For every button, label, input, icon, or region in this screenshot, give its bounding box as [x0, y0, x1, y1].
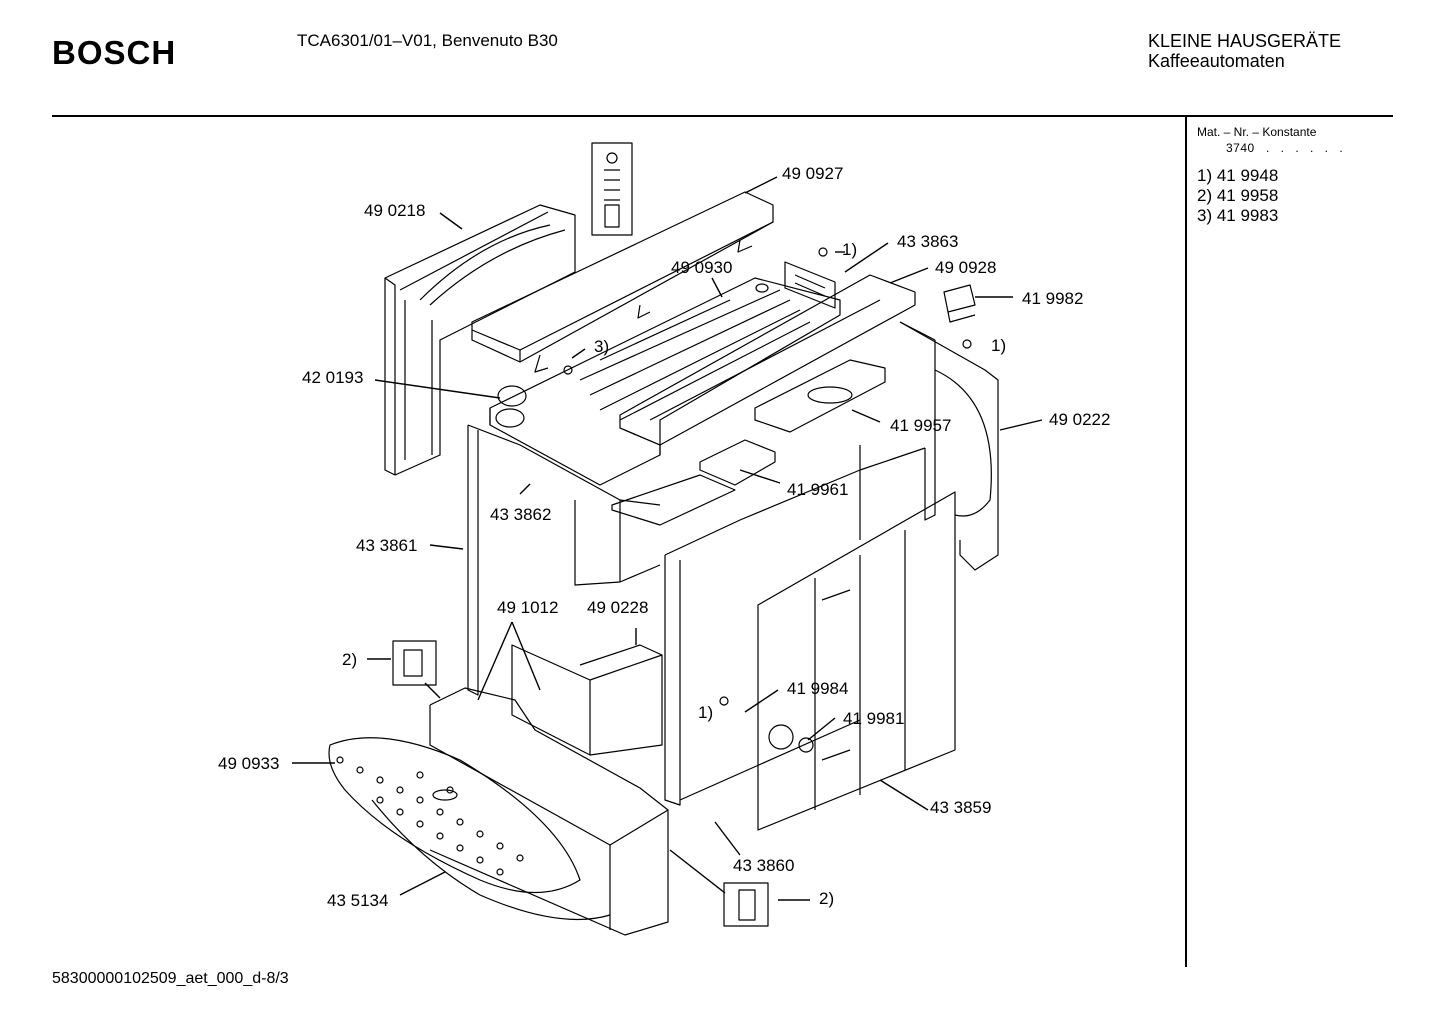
- part-label-433863: 43 3863: [897, 232, 959, 251]
- part-label-433862: 43 3862: [490, 505, 552, 524]
- part-label-433860: 43 3860: [733, 856, 795, 875]
- part-label-490218: 49 0218: [364, 201, 426, 220]
- part-label-433861: 43 3861: [356, 536, 418, 555]
- note-2: 2) 41 9958: [1197, 186, 1279, 205]
- right-side-panel: [899, 321, 999, 571]
- part-label-491012: 49 1012: [497, 598, 559, 617]
- brand-logo: BOSCH: [52, 34, 177, 71]
- part-label-419984: 41 9984: [787, 679, 849, 698]
- category-line-2: Kaffeeautomaten: [1148, 51, 1285, 71]
- side-panel-divider: [1185, 117, 1187, 967]
- clip-detail-box-1: [392, 640, 437, 686]
- part-label-490228: 49 0228: [587, 598, 649, 617]
- ref-mark-1-b: 1): [991, 336, 1007, 355]
- selector-knob: [497, 385, 527, 407]
- hinge-bracket: [784, 261, 836, 309]
- part-label-490933: 49 0933: [218, 754, 280, 773]
- part-label-490927: 49 0927: [782, 164, 844, 183]
- document-id: 58300000102509_aet_000_d-8/3: [52, 970, 289, 987]
- material-heading: Mat. – Nr. – Konstante: [1197, 125, 1317, 139]
- ref-mark-2-a: 2): [342, 650, 358, 669]
- ref-mark-2-b: 2): [819, 889, 835, 908]
- drip-grid: [328, 737, 611, 921]
- material-dots: . . . . . .: [1266, 141, 1347, 155]
- housing-frame: [467, 340, 936, 806]
- header-divider: [52, 115, 1393, 117]
- part-label-419957: 41 9957: [890, 416, 952, 435]
- grounds-container: [511, 644, 663, 756]
- part-label-420193: 42 0193: [302, 368, 364, 387]
- ref-mark-1-c: 1): [698, 703, 714, 722]
- ref-mark-3: 3): [594, 337, 610, 356]
- part-label-419982: 41 9982: [1022, 289, 1084, 308]
- part-label-419961: 41 9961: [787, 480, 849, 499]
- leader-lines: [292, 176, 1043, 901]
- exploded-parts-drawing: [292, 142, 1043, 936]
- category-line-1: KLEINE HAUSGERÄTE: [1148, 31, 1342, 51]
- ref-mark-1-a: 1): [842, 240, 858, 259]
- part-label-490928: 49 0928: [935, 258, 997, 277]
- screws: [563, 247, 972, 753]
- filter-cartridge: [591, 142, 633, 236]
- drip-tray-insert: [754, 359, 886, 433]
- water-tank: [384, 204, 576, 476]
- power-switch: [943, 284, 976, 323]
- top-plate: [489, 277, 841, 486]
- note-1: 1) 41 9948: [1197, 166, 1279, 185]
- front-panel: [757, 491, 956, 831]
- base-unit: [429, 687, 669, 936]
- part-label-433859: 43 3859: [930, 798, 992, 817]
- material-constant: 3740: [1226, 141, 1255, 155]
- note-3: 3) 41 9983: [1197, 206, 1279, 225]
- part-label-490930: 49 0930: [671, 258, 733, 277]
- clip-detail-box-2: [723, 882, 769, 927]
- part-label-419981: 41 9981: [843, 709, 905, 728]
- right-top-panel: [619, 274, 916, 455]
- part-label-435134: 43 5134: [327, 891, 389, 910]
- model-title: TCA6301/01–V01, Benvenuto B30: [297, 31, 558, 50]
- part-label-490222: 49 0222: [1049, 410, 1111, 429]
- top-cover: [471, 191, 774, 373]
- grounds-tray: [611, 439, 776, 526]
